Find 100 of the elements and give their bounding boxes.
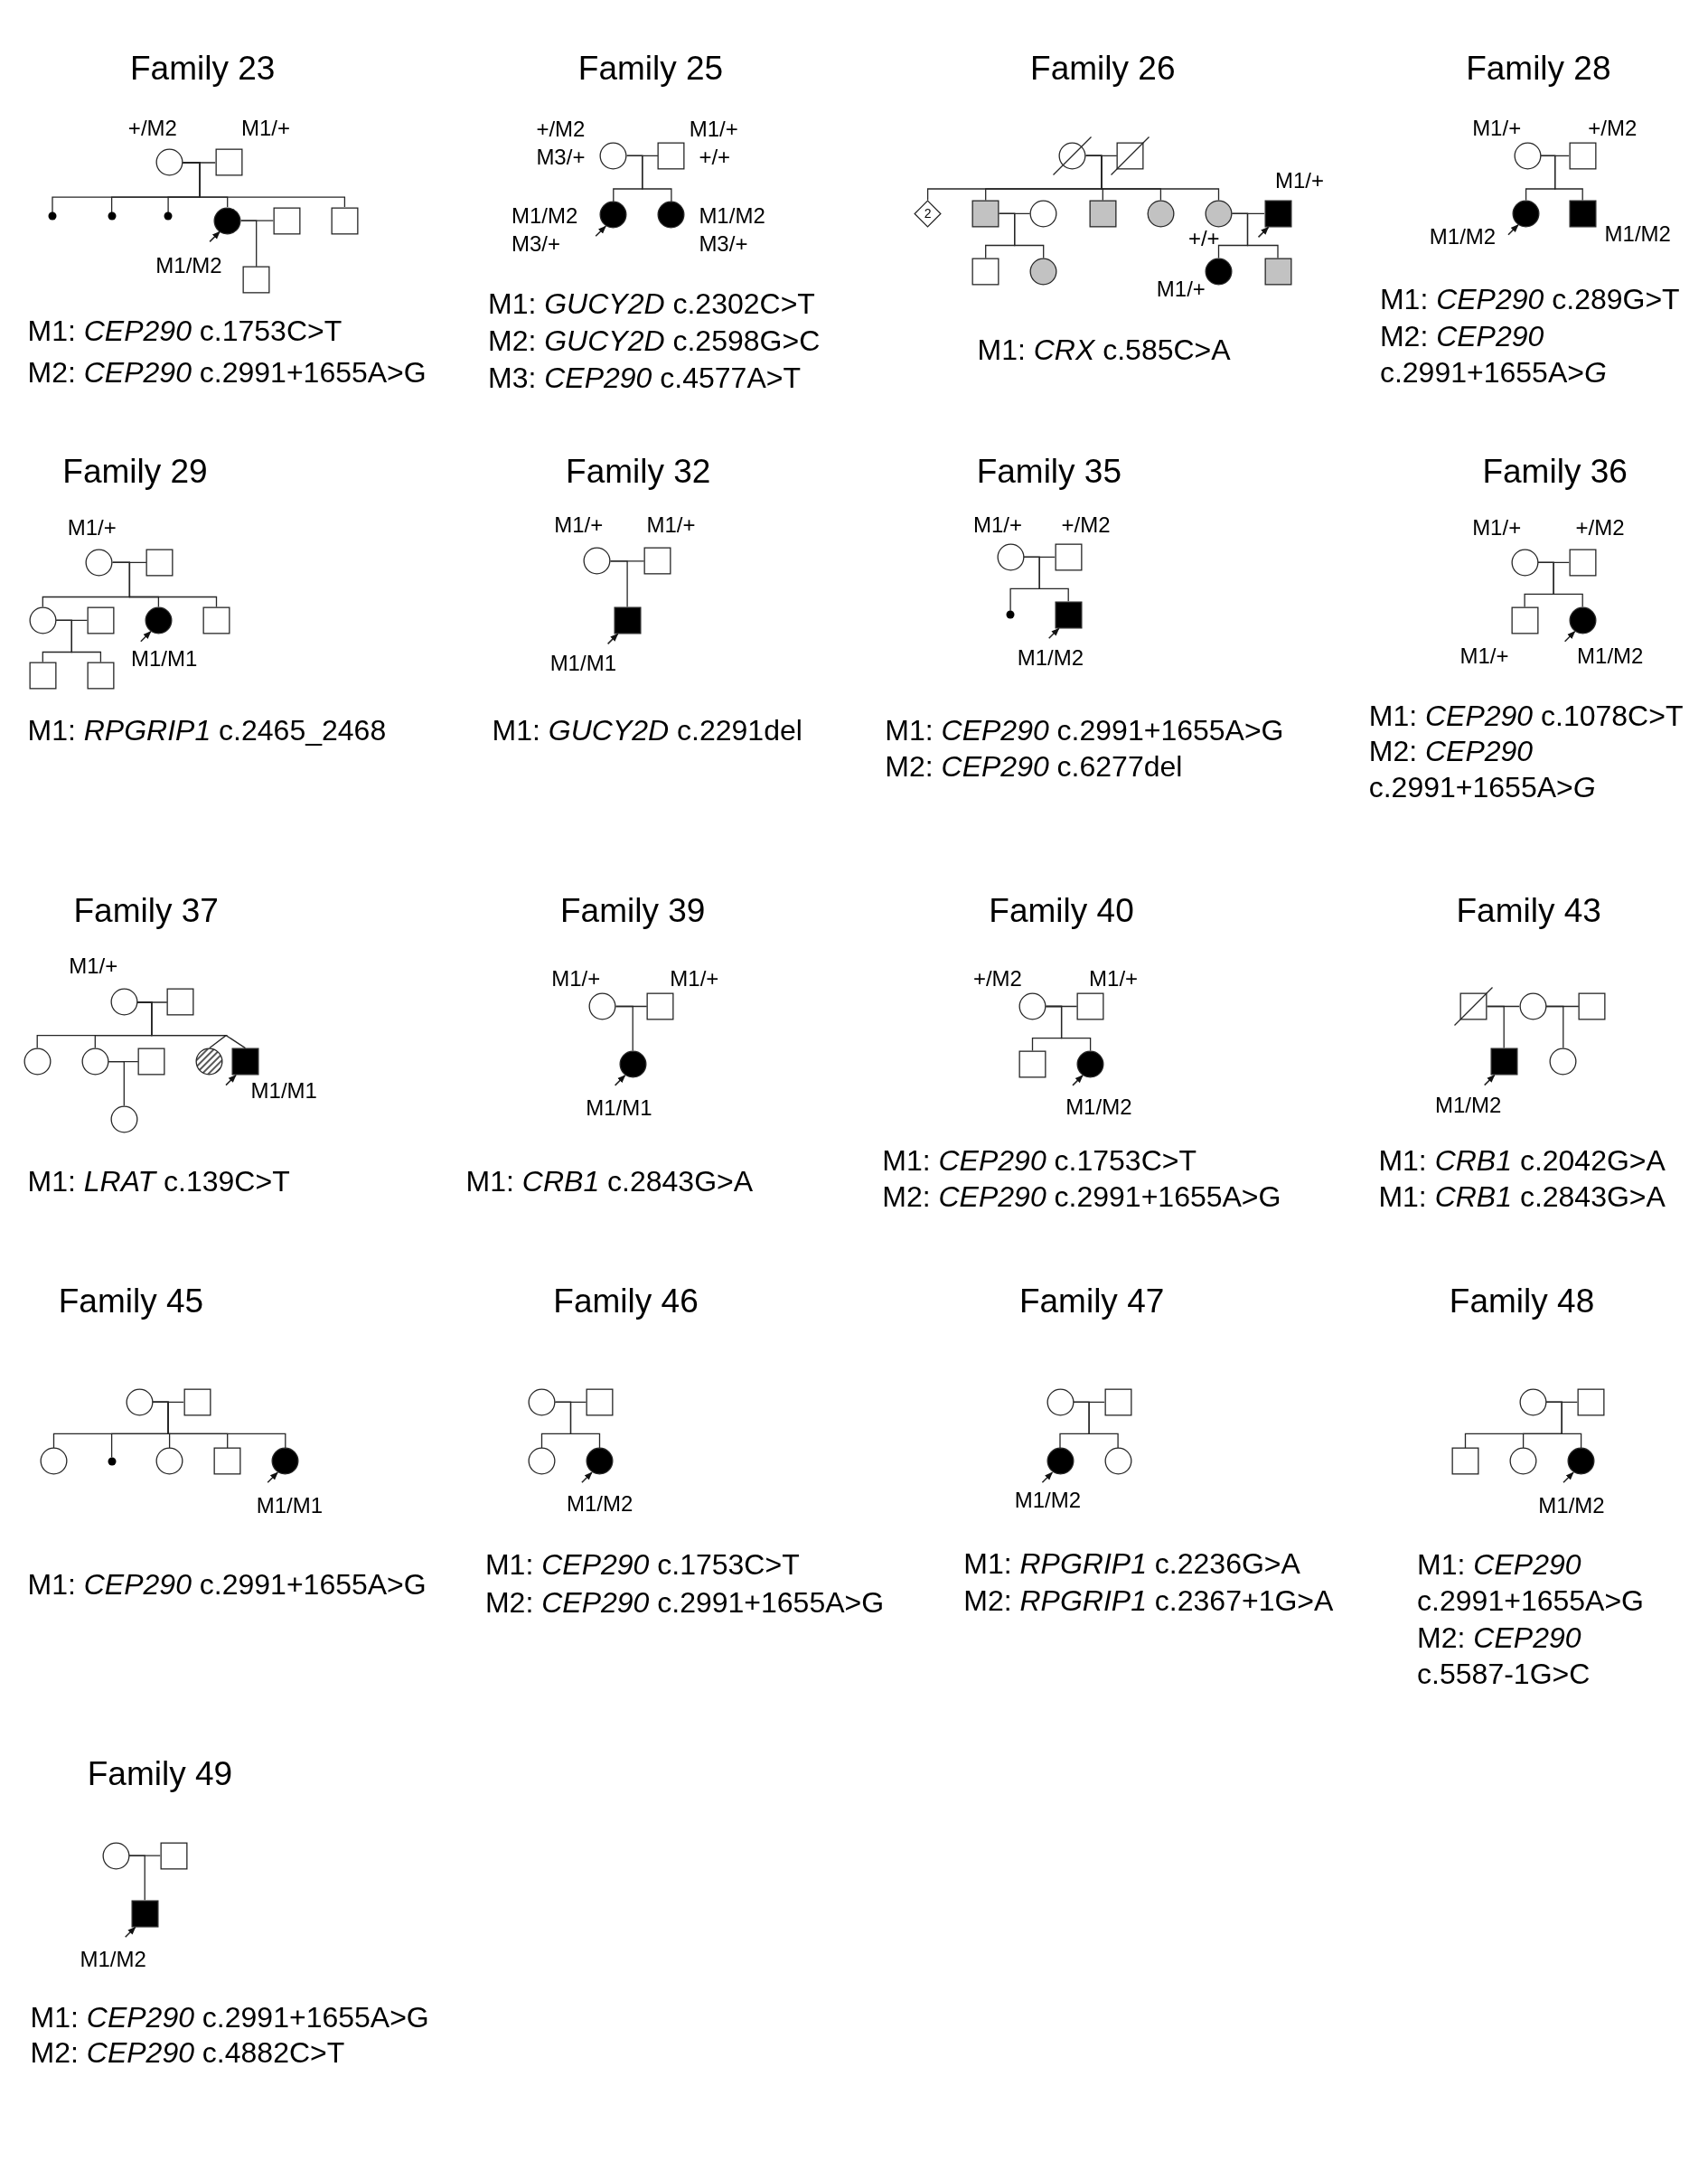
filled-circle-symbol [586, 1447, 615, 1476]
genotype-label: +/M2 [1588, 115, 1638, 141]
variant-note: M1: RPGRIP1 c.2236G>A [963, 1546, 1300, 1582]
variant-note: M1: GUCY2D c.2302C>T [488, 286, 815, 322]
square-symbol [86, 606, 115, 634]
proband-arrow [614, 1075, 626, 1086]
variant-note: M1: CEP290 c.2991+1655A>G [885, 713, 1284, 749]
filled-square-symbol [130, 1899, 159, 1928]
genotype-label: M3/+ [699, 231, 748, 257]
family-title: Family 47 [1018, 1281, 1165, 1321]
variant-note: M1: CEP290 c.1753C>T [882, 1143, 1197, 1179]
variant-note: M1: CEP290 c.2991+1655A>G [30, 1999, 429, 2035]
family-title: Family 40 [989, 891, 1134, 932]
descent-line [1487, 1005, 1505, 1049]
square-symbol [657, 141, 686, 170]
genotype-label: M1/+ [69, 954, 118, 980]
circle-symbol [527, 1387, 556, 1416]
genotype-label: +/M2 [536, 117, 586, 143]
filled-square-symbol [1489, 1048, 1518, 1076]
family-title: Family 28 [1466, 49, 1611, 89]
variant-note: M2: CEP290 c.2991+1655A>G [1368, 734, 1597, 806]
square-symbol [1568, 548, 1597, 577]
descent-line [1545, 1005, 1564, 1049]
circle-symbol [1518, 992, 1547, 1021]
descent-line [1231, 212, 1279, 259]
filled-circle-symbol [657, 201, 686, 230]
circle-symbol [155, 1447, 184, 1476]
variant-note: M2: CEP290 c.2991+1655A>G [484, 1584, 885, 1621]
square-symbol [166, 988, 195, 1017]
genotype-label: M1/+ [67, 515, 117, 541]
square-symbol [28, 661, 57, 690]
square-symbol [202, 606, 230, 634]
filled-circle-symbol [1567, 1447, 1596, 1476]
genotype-label: M1/+ [240, 115, 290, 141]
shaded-circle-symbol [1029, 258, 1058, 286]
variant-note: M2: CEP290 c.5587-1G>C [1417, 1621, 1591, 1693]
descent-line [1540, 155, 1583, 202]
proband-arrow [1041, 1471, 1054, 1483]
family-title: Family 43 [1456, 891, 1601, 932]
filled-square-symbol [1568, 199, 1597, 228]
descent-line [182, 162, 346, 208]
family-title: Family 23 [130, 49, 276, 89]
genotype-label: +/+ [699, 144, 731, 170]
crossed-square-symbol [1454, 987, 1494, 1027]
circle-symbol [80, 1048, 109, 1076]
square-symbol [1076, 992, 1105, 1021]
genotype-label: M1/M2 [699, 203, 765, 230]
descent-line [136, 1001, 247, 1049]
genotype-label: +/+ [1187, 225, 1220, 251]
genotype-label: M1/M2 [1577, 644, 1644, 670]
genotype-label: M1/M2 [155, 253, 222, 279]
proband-arrow [225, 1074, 237, 1086]
proband-arrow [209, 230, 221, 243]
descent-line [615, 1005, 633, 1052]
circle-symbol [1018, 992, 1046, 1021]
variant-note: M1: CRB1 c.2843G>A [1378, 1179, 1666, 1216]
genotype-label: +/M2 [972, 966, 1022, 992]
descent-line [1537, 561, 1583, 608]
circle-symbol [1518, 1387, 1547, 1416]
filled-circle-symbol [1076, 1050, 1105, 1079]
circle-symbol [23, 1048, 52, 1076]
genotype-label: M1/M2 [1065, 1094, 1132, 1120]
genotype-label: M1/+ [1472, 115, 1522, 141]
proband-arrow [1507, 223, 1519, 236]
circle-symbol [1046, 1387, 1075, 1416]
circle-symbol [1549, 1048, 1578, 1076]
variant-note: M1: CRB1 c.2843G>A [465, 1164, 754, 1200]
proband-arrow [581, 1471, 593, 1483]
genotype-label: +/M2 [1575, 515, 1625, 541]
genotype-label: M1/+ [972, 512, 1022, 539]
square-symbol [330, 206, 359, 235]
diamond-symbol [914, 199, 943, 228]
variant-note: M1: CEP290 c.2991+1655A>G [1417, 1547, 1645, 1620]
filled-circle-symbol [1046, 1447, 1075, 1476]
circle-symbol [109, 988, 138, 1017]
genotype-label: M1/M2 [1538, 1492, 1605, 1518]
genotype-label: M1/+ [689, 117, 738, 143]
proband-arrow [1047, 627, 1060, 640]
filled-circle-symbol [599, 201, 628, 230]
genotype-label: M1/M2 [511, 203, 578, 230]
family-title: Family 35 [976, 451, 1121, 492]
circle-symbol [28, 606, 57, 634]
circle-symbol [40, 1447, 68, 1476]
count-number: 2 [924, 207, 932, 221]
square-symbol [145, 548, 174, 577]
square-symbol [1451, 1447, 1479, 1476]
circle-symbol [155, 148, 184, 177]
descent-line [1045, 1005, 1092, 1052]
variant-note: M2: RPGRIP1 c.2367+1G>A [963, 1583, 1334, 1619]
family-title: Family 29 [62, 451, 208, 492]
descent-line [112, 561, 218, 608]
genotype-label: M1/M2 [566, 1491, 633, 1517]
variant-note: M3: CEP290 c.4577A>T [488, 360, 801, 396]
circle-symbol [996, 542, 1025, 571]
genotype-label: M1/+ [1089, 966, 1139, 992]
variant-note: M2: GUCY2D c.2598G>C [488, 323, 821, 359]
descent-line [626, 155, 672, 202]
hatched-circle-symbol [195, 1048, 224, 1076]
filled-circle-symbol [1204, 258, 1233, 286]
square-symbol [1568, 141, 1597, 170]
